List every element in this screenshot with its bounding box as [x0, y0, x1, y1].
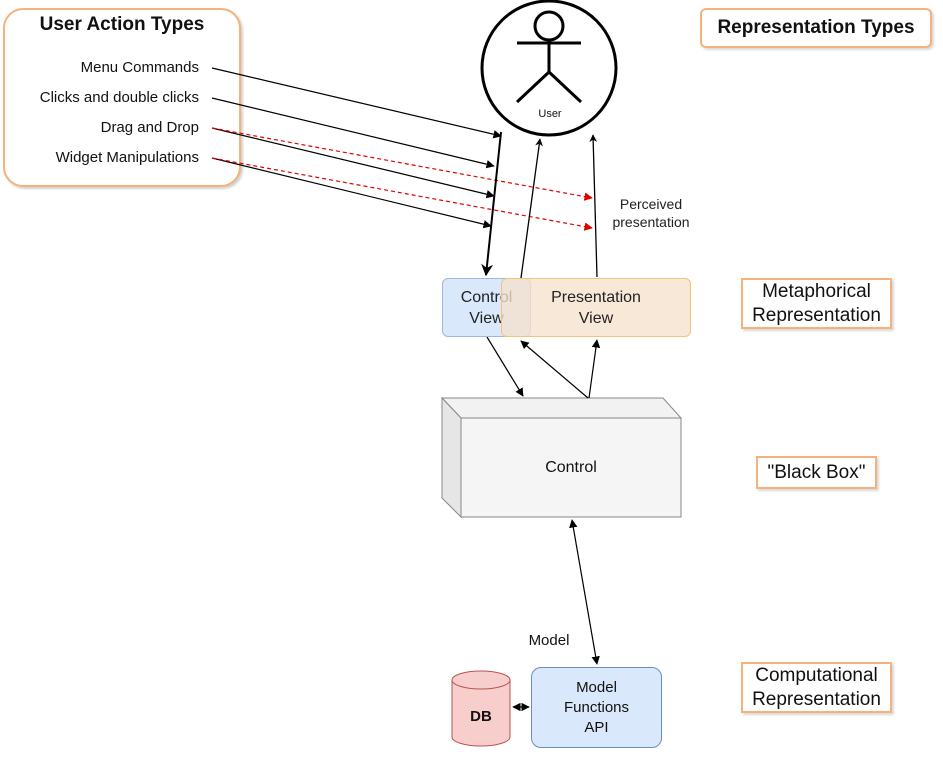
user-label: User [538, 108, 562, 120]
user-actor-icon [480, 0, 618, 137]
arrow-control-view-to-control [486, 336, 524, 397]
db-cylinder-icon [451, 670, 511, 747]
representation-types-title: Representation Types [700, 8, 932, 48]
metaphorical-representation-label: Metaphorical Representation [741, 278, 892, 329]
computational-representation-label: Computational Representation [741, 662, 892, 713]
black-box-label: "Black Box" [756, 456, 877, 489]
action-item-menu-commands: Menu Commands [80, 59, 199, 76]
model-functions-api-label: Model Functions API [563, 678, 630, 736]
presentation-view-box: Presentation View [501, 278, 691, 337]
action-item-drag-drop: Drag and Drop [100, 119, 199, 136]
action-arrows [211, 67, 502, 229]
arrow-control-to-control-view [520, 340, 589, 399]
presentation-view-label: Presentation View [551, 288, 641, 327]
user-action-types-panel [3, 8, 241, 187]
control-view-label: Control View [460, 288, 513, 327]
user-action-types-title: User Action Types [39, 14, 205, 35]
arrow-control-to-presentation-view [588, 339, 601, 399]
arrow-control-model [569, 519, 600, 665]
action-item-clicks: Clicks and double clicks [39, 89, 199, 106]
action-item-widget-manipulations: Widget Manipulations [55, 149, 199, 166]
model-label: Model [528, 632, 570, 649]
model-functions-api-box: Model Functions API [531, 667, 662, 748]
perceived-arrows [211, 127, 593, 231]
arrow-presentation-view-to-user [589, 134, 598, 278]
control-black-box [440, 396, 683, 519]
control-label: Control [545, 458, 597, 476]
arrow-user-to-control-view [481, 131, 502, 277]
arrow-control-view-to-user [520, 138, 543, 279]
db-label: DB [470, 708, 492, 725]
perceived-presentation-label: Perceived presentation [612, 196, 690, 230]
